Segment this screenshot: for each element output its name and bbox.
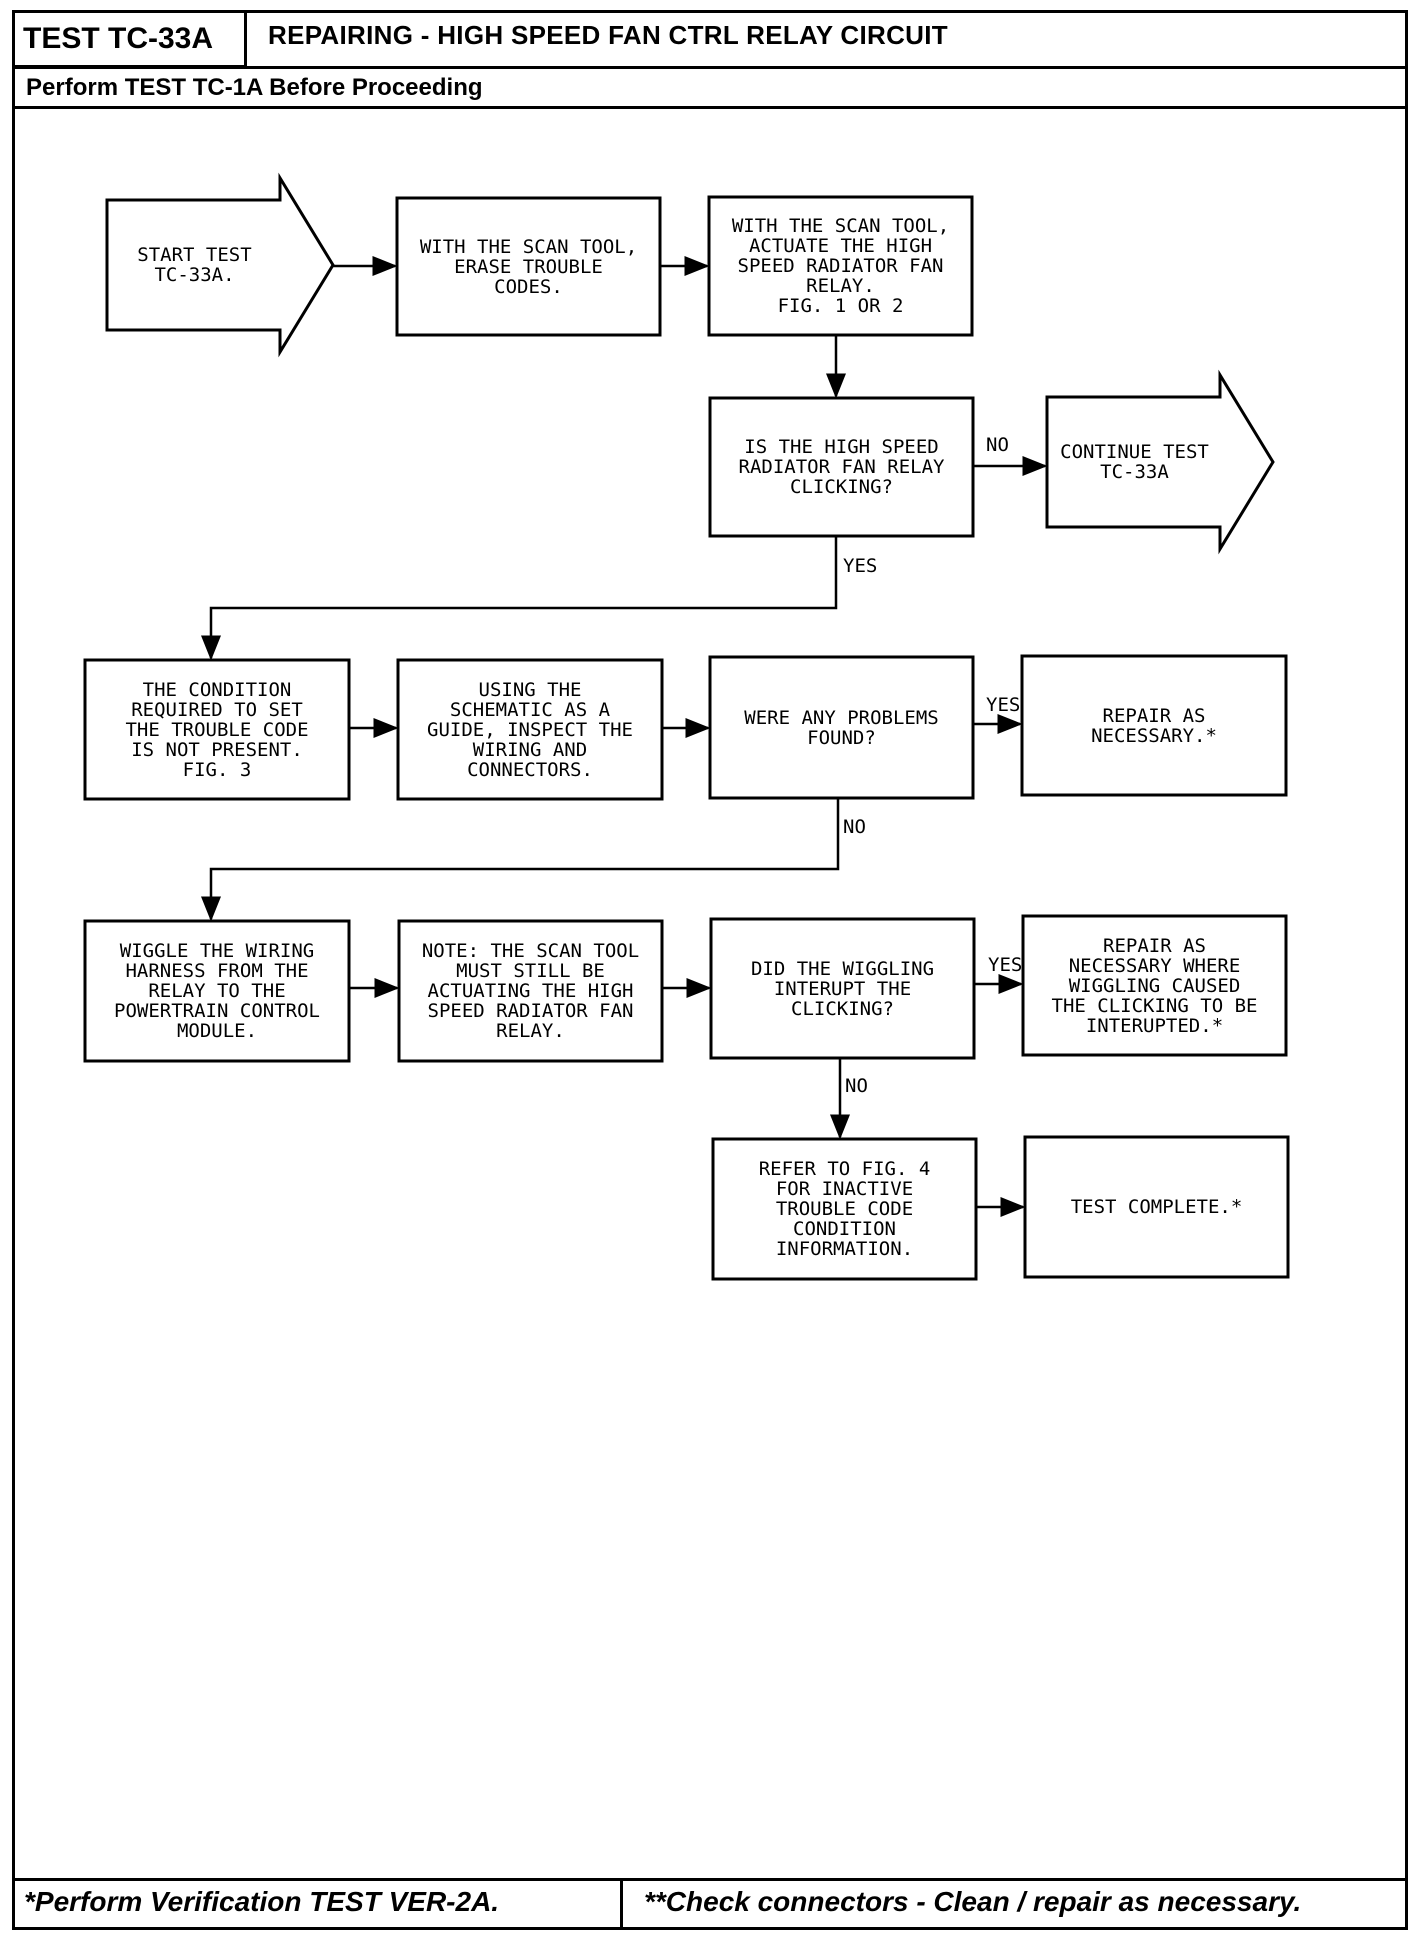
problems-question-node: WERE ANY PROBLEMS FOUND? — [744, 706, 939, 749]
footer-verification-note: *Perform Verification TEST VER-2A. — [24, 1886, 500, 1917]
repair-node-2: REPAIR AS NECESSARY WHERE WIGGLING CAUSE… — [1051, 934, 1258, 1037]
edge-clicking-condition — [201, 536, 838, 661]
inspect-node: USING THE SCHEMATIC AS A GUIDE, INSPECT … — [427, 678, 633, 781]
header-divider-2 — [12, 106, 1408, 109]
wiggle-node: WIGGLE THE WIRING HARNESS FROM THE RELAY… — [114, 940, 320, 1042]
edge-label-problems-yes: YES — [986, 694, 1021, 716]
edge-label-problems-no: NO — [843, 816, 866, 838]
footer-separator — [620, 1878, 623, 1930]
edge-label-clicking-yes: YES — [843, 555, 878, 577]
scan-tool-note-node: NOTE: THE SCAN TOOL MUST STILL BE ACTUAT… — [421, 940, 640, 1042]
wiggle-question-node: DID THE WIGGLING INTERUPT THE CLICKING? — [750, 957, 935, 1020]
prerequisite-note: Perform TEST TC-1A Before Proceeding — [26, 74, 483, 101]
continue-shape — [1045, 369, 1275, 555]
footer-divider — [12, 1878, 1408, 1881]
page-frame — [12, 10, 1408, 1930]
refer-node: REFER TO FIG. 4 FOR INACTIVE TROUBLE COD… — [758, 1158, 931, 1260]
start-shape — [105, 172, 335, 358]
page-title: REPAIRING - HIGH SPEED FAN CTRL RELAY CI… — [268, 20, 948, 50]
clicking-question-node: IS THE HIGH SPEED RADIATOR FAN RELAY CLI… — [738, 436, 945, 498]
repair-node-1: REPAIR AS NECESSARY.* — [1091, 704, 1217, 747]
erase-node: WITH THE SCAN TOOL, ERASE TROUBLE CODES. — [419, 235, 638, 298]
test-complete-node: TEST COMPLETE.* — [1070, 1196, 1243, 1218]
footer-connector-note: **Check connectors - Clean / repair as n… — [644, 1886, 1302, 1917]
edge-label-wiggle-no: NO — [845, 1075, 868, 1097]
actuate-node: WITH THE SCAN TOOL, ACTUATE THE HIGH SPE… — [731, 215, 950, 317]
condition-node: THE CONDITION REQUIRED TO SET THE TROUBL… — [125, 678, 309, 781]
header-divider — [12, 66, 1408, 69]
start-node: START TEST TC-33A. — [137, 244, 252, 286]
edge-problems-wiggle — [201, 798, 840, 922]
edge-label-wiggle-yes: YES — [988, 954, 1023, 976]
edge-label-clicking-no: NO — [986, 434, 1009, 456]
continue-node: CONTINUE TEST TC-33A — [1060, 441, 1209, 483]
